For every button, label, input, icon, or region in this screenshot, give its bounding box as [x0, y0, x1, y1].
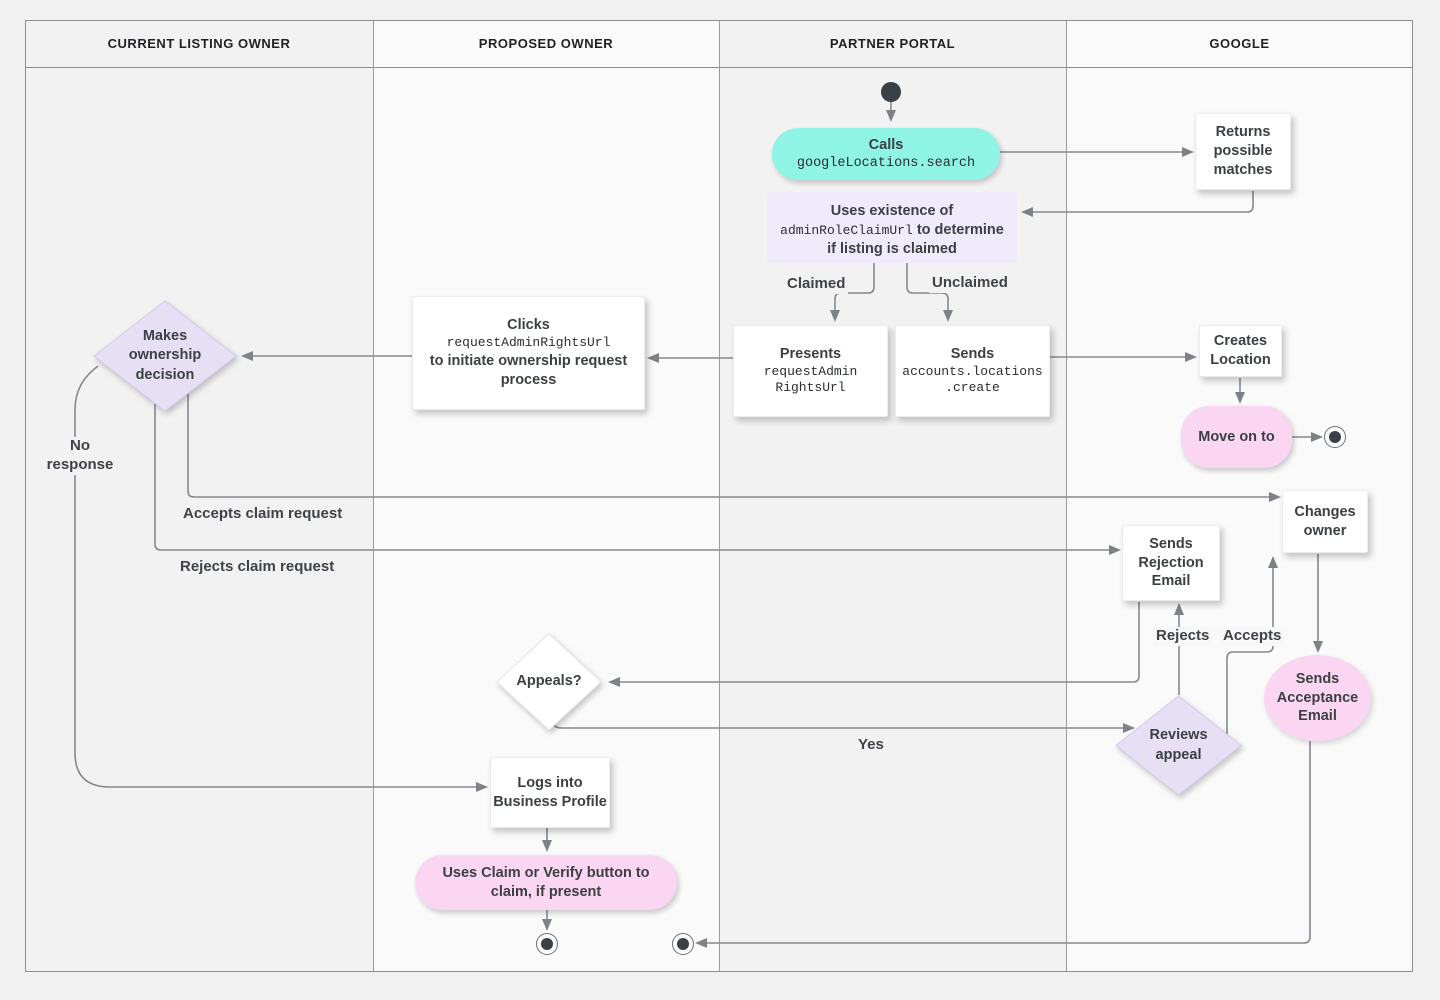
- node-text: Uses Claim or Verify button to claim, if…: [442, 864, 650, 900]
- node-code: accounts.locations: [902, 363, 1043, 379]
- node-text: Logs into Business Profile: [493, 774, 607, 810]
- node-sends-acceptance-email: Sends Acceptance Email: [1264, 655, 1371, 741]
- node-title: Presents: [779, 345, 842, 362]
- node-text: Reviews appeal: [1149, 726, 1208, 763]
- node-calls-google-locations-search: Calls googleLocations.search: [772, 128, 1000, 180]
- edge-label-claimed: Claimed: [784, 275, 849, 294]
- node-appeals-decision: Appeals?: [496, 633, 602, 731]
- node-text: Returns possible matches: [1213, 124, 1273, 178]
- diamond-shape: [93, 300, 237, 412]
- edge-label-yes: Yes: [855, 736, 887, 755]
- node-sends-rejection-email: Sends Rejection Email: [1122, 525, 1220, 601]
- edge-label-rejects: Rejects: [1153, 627, 1213, 646]
- node-sends-accounts-locations-create: Sends accounts.locations .create: [895, 325, 1050, 417]
- lane-header-partner-portal: PARTNER PORTAL: [829, 36, 956, 51]
- node-text: to initiate ownership request process: [429, 353, 628, 388]
- node-claim-check-note: Uses existence of adminRoleClaimUrl to d…: [767, 192, 1017, 263]
- node-text: Makes ownership decision: [128, 327, 202, 383]
- node-creates-location: Creates Location: [1199, 325, 1282, 377]
- start-node: [881, 82, 901, 102]
- node-returns-possible-matches: Returns possible matches: [1195, 113, 1291, 190]
- lane-header-current-listing-owner: CURRENT LISTING OWNER: [107, 36, 291, 51]
- node-text: to determine if listing is claimed: [827, 221, 1004, 257]
- node-code: googleLocations.search: [796, 155, 976, 171]
- node-code: requestAdmin: [763, 363, 858, 379]
- node-text: Uses existence of: [830, 203, 954, 219]
- end-node-proposed-owner: [536, 933, 558, 955]
- node-move-on-to: Move on to: [1181, 406, 1292, 468]
- node-text: Creates Location: [1210, 333, 1271, 368]
- edge-label-accepts: Accepts: [1220, 627, 1285, 646]
- node-makes-ownership-decision: Makes ownership decision: [93, 300, 237, 412]
- node-logs-into-business-profile: Logs into Business Profile: [490, 757, 610, 828]
- node-reviews-appeal: Reviews appeal: [1115, 695, 1242, 796]
- node-code: requestAdminRightsUrl: [446, 335, 611, 351]
- node-text: Sends Acceptance Email: [1276, 670, 1359, 725]
- diamond-shape: [1115, 695, 1242, 796]
- node-uses-claim-or-verify: Uses Claim or Verify button to claim, if…: [415, 855, 677, 910]
- node-clicks-request-admin-rights-url: Clicks requestAdminRightsUrl to initiate…: [412, 296, 645, 410]
- node-code: .create: [945, 380, 1000, 396]
- diagram-frame: [25, 20, 1413, 972]
- lane-header-proposed-owner: PROPOSED OWNER: [478, 36, 614, 51]
- node-code: RightsUrl: [775, 380, 846, 396]
- node-presents-request-admin-rights-url: Presents requestAdmin RightsUrl: [733, 325, 888, 417]
- end-node-google: [1324, 426, 1346, 448]
- node-changes-owner: Changes owner: [1282, 490, 1368, 553]
- diamond-shape: [496, 633, 602, 731]
- end-node-acceptance: [672, 933, 694, 955]
- edge-label-no-response: No response: [33, 437, 127, 475]
- node-text: Sends Rejection Email: [1138, 535, 1204, 590]
- node-text: Changes owner: [1294, 503, 1356, 539]
- node-title: Calls: [868, 136, 904, 153]
- lane-header-google: GOOGLE: [1209, 36, 1270, 51]
- edge-label-rejects-claim-request: Rejects claim request: [177, 558, 338, 577]
- edge-label-unclaimed: Unclaimed: [929, 274, 1011, 293]
- node-text: Move on to: [1198, 428, 1275, 445]
- edge-label-accepts-claim-request: Accepts claim request: [180, 505, 346, 524]
- node-text: Appeals?: [516, 673, 582, 690]
- node-code: adminRoleClaimUrl: [780, 222, 913, 238]
- node-title: Clicks: [507, 317, 550, 334]
- node-title: Sends: [950, 345, 995, 362]
